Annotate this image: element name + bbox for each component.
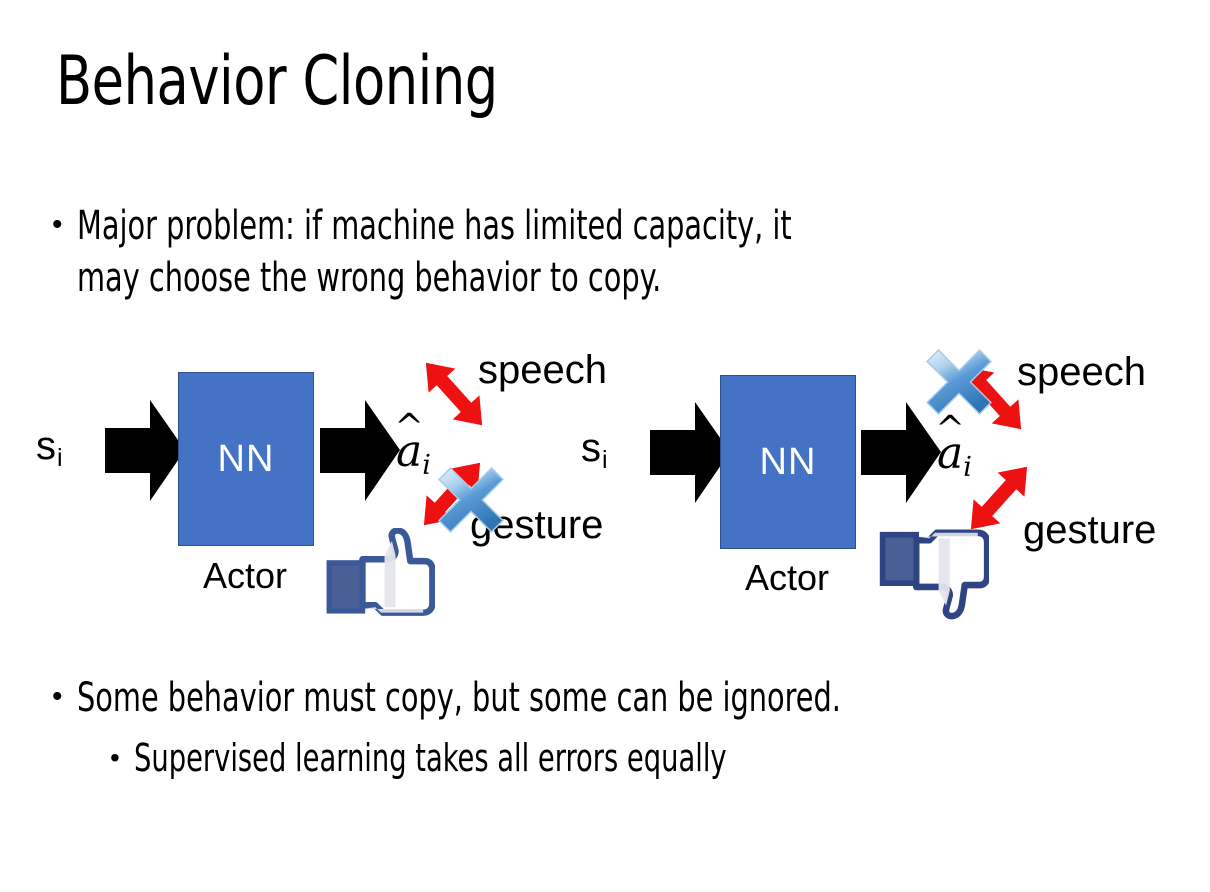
- action-subscript: i: [963, 452, 972, 484]
- bullet-text: Major problem: if machine has limited ca…: [76, 203, 792, 301]
- nn-box-label: NN: [217, 437, 275, 480]
- input-arrow-left: [105, 398, 185, 503]
- diagram-left: si NN Actor ^: [10, 330, 610, 640]
- action-hat-accent: ^: [394, 407, 424, 449]
- output-label-gesture-right: gesture: [1023, 508, 1157, 552]
- output-arrow-speech-left: [408, 348, 500, 440]
- bullet-text: Some behavior must copy, but some can be…: [76, 675, 841, 721]
- action-hat-accent: ^: [935, 409, 965, 451]
- bullet-item-3: • Supervised learning takes all errors e…: [110, 734, 1190, 783]
- bullet-item-2: • Some behavior must copy, but some can …: [52, 672, 1192, 724]
- state-subscript: i: [602, 446, 608, 474]
- nn-box-label: NN: [759, 440, 817, 483]
- state-label-left: si: [36, 424, 63, 472]
- cross-out-icon-gesture-left: [433, 462, 509, 538]
- output-arrow-gesture-right: [953, 452, 1045, 544]
- output-arrow-speech-right: [947, 352, 1039, 444]
- bullet-marker: •: [110, 742, 120, 773]
- action-subscript: i: [422, 450, 431, 482]
- nn-box-left: NN: [178, 372, 314, 546]
- slide-title: Behavior Cloning: [56, 42, 498, 121]
- bullet-marker: •: [52, 208, 63, 241]
- state-subscript: i: [57, 444, 63, 472]
- nn-box-right: NN: [720, 375, 856, 549]
- output-arrow-left: [320, 398, 400, 503]
- state-label-right: si: [581, 426, 608, 474]
- input-arrow-right: [650, 400, 730, 505]
- bullet-item-1: • Major problem: if machine has limited …: [52, 200, 1172, 304]
- output-arrow-right: [861, 400, 941, 505]
- output-arrow-gesture-left: [406, 448, 498, 540]
- bullet-marker: •: [52, 680, 63, 713]
- action-label-right: ^ a i: [935, 409, 972, 484]
- action-label-left: ^ a i: [394, 407, 431, 482]
- output-label-speech-left: speech: [478, 348, 607, 392]
- feedback-thumbs-up-icon-left: [323, 528, 435, 620]
- diagram-right: si NN Actor ^: [555, 330, 1157, 640]
- output-label-speech-right: speech: [1017, 350, 1146, 394]
- cross-out-icon-speech-right: [921, 344, 997, 420]
- diagram-area: si NN Actor ^: [0, 330, 1210, 640]
- actor-caption-right: Actor: [744, 557, 830, 598]
- feedback-thumbs-down-icon-right: [877, 522, 989, 622]
- actor-caption-left: Actor: [202, 555, 288, 596]
- bullet-text: Supervised learning takes all errors equ…: [133, 736, 727, 780]
